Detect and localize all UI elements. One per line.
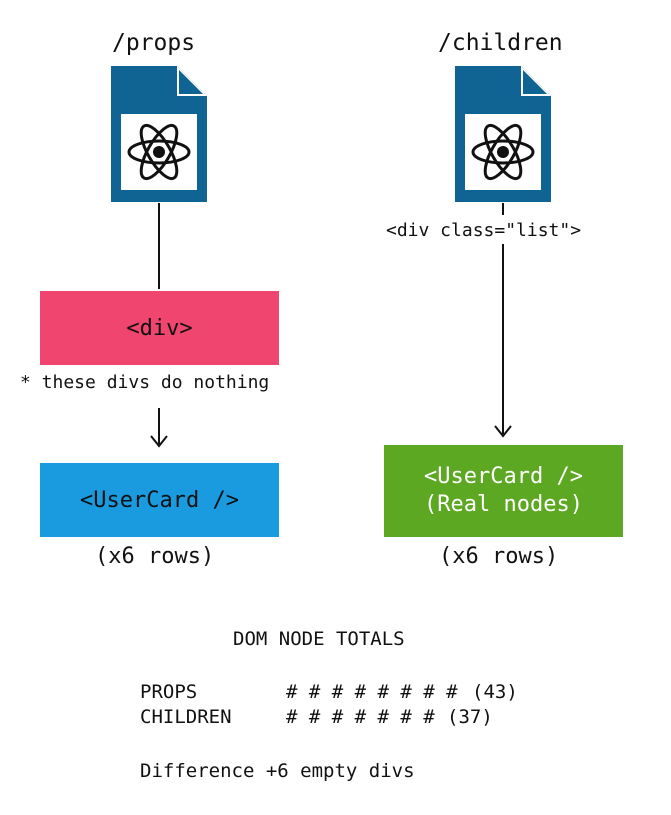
totals-difference: Difference +6 empty divs	[140, 760, 415, 782]
usercard-box-label: <UserCard />	[80, 487, 239, 513]
div-box: <div>	[40, 291, 279, 365]
divs-note: * these divs do nothing	[20, 372, 270, 393]
real-nodes-box-line1: <UserCard />	[424, 464, 583, 489]
arrow-down-icon	[494, 244, 512, 438]
children-rows-count: (x6 rows)	[439, 544, 559, 569]
children-title: /children	[438, 30, 563, 56]
react-logo-icon	[471, 123, 535, 181]
file-icon-children	[455, 66, 551, 202]
real-nodes-box-line2: (Real nodes)	[424, 492, 583, 517]
connector-file-to-container	[502, 203, 504, 215]
usercard-box: <UserCard />	[40, 463, 279, 537]
totals-row-children-label: CHILDREN	[140, 706, 232, 728]
props-rows-count: (x6 rows)	[95, 544, 215, 569]
totals-row-props-label: PROPS	[140, 681, 198, 703]
real-nodes-box: <UserCard /> (Real nodes)	[384, 445, 623, 537]
arrow-down-icon	[150, 408, 168, 448]
react-logo-icon	[127, 123, 191, 181]
file-icon-props	[111, 66, 207, 202]
list-container-label: <div class="list">	[386, 220, 582, 241]
totals-heading: DOM NODE TOTALS	[233, 628, 405, 650]
totals-row-children-bar: # # # # # # #	[286, 706, 435, 728]
totals-row-props-count: (43)	[472, 681, 518, 703]
totals-row-children-count: (37)	[447, 706, 493, 728]
connector-props-to-div	[158, 203, 160, 289]
div-box-label: <div>	[126, 315, 193, 341]
props-title: /props	[112, 30, 196, 56]
totals-row-props-bar: # # # # # # # #	[286, 681, 458, 703]
